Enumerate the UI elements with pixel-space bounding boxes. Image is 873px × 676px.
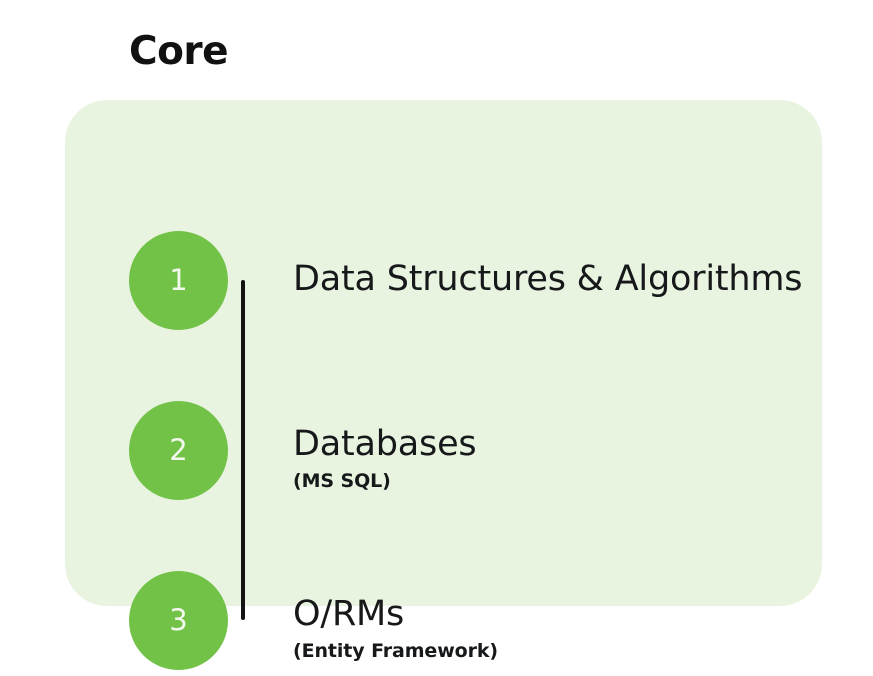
step-1-number: 1	[169, 262, 188, 297]
step-3-sublabel: (Entity Framework)	[293, 640, 499, 663]
step-3-number: 3	[169, 602, 188, 637]
step-3-label: O/RMs	[293, 594, 405, 634]
step-3-text: O/RMs (Entity Framework)	[293, 594, 499, 663]
core-section-card: 1 Data Structures & Algorithms 2 Databas…	[65, 100, 822, 670]
section-title: Core	[129, 29, 229, 74]
step-2-label: Databases	[293, 424, 477, 464]
roadmap-step-1[interactable]: 1 Data Structures & Algorithms	[129, 230, 803, 330]
step-2-text: Databases (MS SQL)	[293, 424, 477, 493]
step-2-number-badge: 2	[129, 400, 228, 500]
roadmap-step-3[interactable]: 3 O/RMs (Entity Framework)	[129, 570, 498, 670]
timeline-connector-line	[241, 280, 245, 620]
timeline: 1 Data Structures & Algorithms 2 Databas…	[65, 100, 822, 670]
step-2-sublabel: (MS SQL)	[293, 470, 391, 493]
step-1-number-badge: 1	[129, 230, 228, 330]
step-3-number-badge: 3	[129, 570, 228, 670]
step-1-label: Data Structures & Algorithms	[293, 259, 803, 300]
step-2-number: 2	[169, 432, 188, 467]
step-1-text: Data Structures & Algorithms	[293, 259, 803, 300]
roadmap-step-2[interactable]: 2 Databases (MS SQL)	[129, 400, 477, 500]
